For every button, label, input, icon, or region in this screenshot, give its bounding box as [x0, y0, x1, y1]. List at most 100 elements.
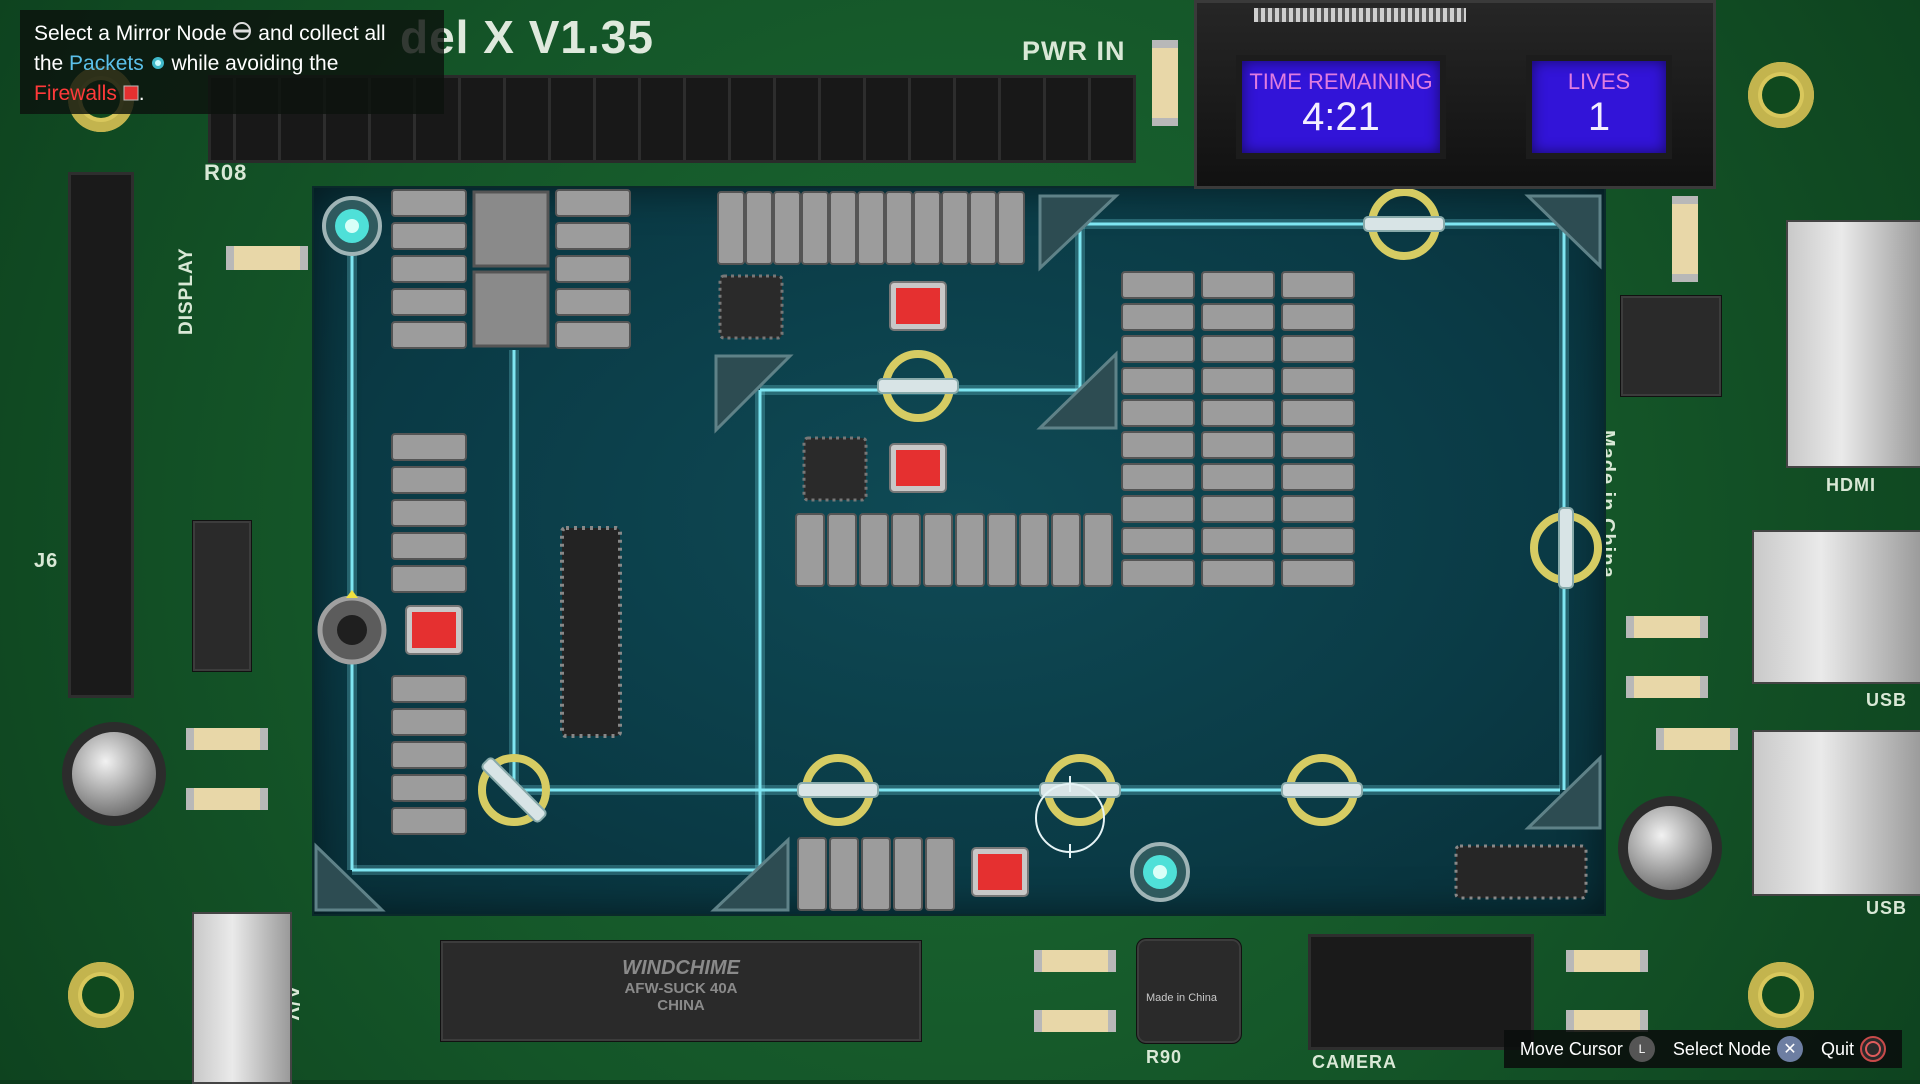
memory-cell — [1281, 335, 1355, 363]
memory-cell — [1201, 463, 1275, 491]
memory-cell — [391, 189, 467, 217]
controls-bar: Move Cursor L Select Node ✕ Quit — [1503, 1030, 1902, 1068]
packet-icon — [150, 50, 166, 79]
memory-cell — [859, 513, 889, 587]
memory-cell — [1201, 335, 1275, 363]
memory-cell — [717, 191, 745, 265]
camera-connector — [1308, 934, 1534, 1050]
instructions-text-2: and collect all — [258, 22, 386, 45]
memory-cell — [391, 466, 467, 494]
memory-cell — [391, 288, 467, 316]
memory-cell — [893, 837, 923, 911]
memory-cell — [801, 191, 829, 265]
pwr-in-label: PWR IN — [1022, 36, 1126, 66]
firewalls-word: Firewalls — [34, 81, 117, 105]
select-node-label: Select Node — [1672, 1038, 1771, 1059]
memory-cell — [1121, 271, 1195, 299]
memory-cell — [925, 837, 955, 911]
usb-label-1: USB — [1866, 690, 1908, 710]
control-select-node[interactable]: Select Node ✕ — [1673, 1036, 1803, 1062]
mirror-node-icon — [232, 20, 252, 49]
memory-cell — [941, 191, 969, 265]
mirror-plate — [1281, 782, 1363, 798]
memory-cell — [391, 499, 467, 527]
memory-cell — [1281, 431, 1355, 459]
memory-cell — [1201, 495, 1275, 523]
memory-cell — [885, 191, 913, 265]
circle-button-icon — [1860, 1036, 1886, 1062]
capacitor — [1656, 728, 1738, 750]
r90-chip-text: Made in China — [1146, 992, 1217, 1004]
j6-label: J6 — [34, 550, 59, 572]
memory-cell — [1121, 495, 1195, 523]
memory-cell — [1051, 513, 1081, 587]
memory-cell — [1281, 495, 1355, 523]
memory-cell — [1201, 527, 1275, 555]
memory-cell — [555, 255, 631, 283]
left-stick-icon: L — [1628, 1036, 1655, 1062]
mirror-plate — [797, 782, 879, 798]
reflector-triangle — [714, 354, 794, 434]
memory-cell — [391, 708, 467, 736]
main-chip-origin: CHINA — [657, 997, 705, 1014]
instructions-text-1: Select a Mirror Node — [34, 22, 227, 45]
firewall — [896, 450, 940, 486]
firewall — [978, 854, 1022, 890]
memory-cell — [555, 189, 631, 217]
reflector-triangle — [314, 842, 386, 912]
laser-emitter-arrow — [346, 590, 358, 598]
memory-cell — [1201, 399, 1275, 427]
cpu-chip — [1620, 295, 1722, 397]
main-chip-brand: WINDCHIME — [622, 957, 740, 979]
cross-button-icon: ✕ — [1776, 1036, 1803, 1062]
capacitor — [1566, 1010, 1648, 1032]
mirror-plate — [1039, 782, 1121, 798]
memory-cell — [829, 837, 859, 911]
capacitor — [186, 788, 268, 810]
tactile-button-right — [1618, 796, 1722, 900]
memory-cell — [997, 191, 1025, 265]
control-move-cursor[interactable]: Move Cursor L — [1520, 1036, 1655, 1062]
instructions-text-3: the — [34, 51, 64, 75]
memory-cell — [913, 191, 941, 265]
lives-label: LIVES — [1567, 69, 1631, 94]
reflector-triangle — [1036, 350, 1118, 430]
memory-cell — [891, 513, 921, 587]
memory-cell — [795, 513, 825, 587]
memory-cell — [1121, 335, 1195, 363]
packets-word: Packets — [69, 51, 144, 75]
time-remaining-value: 4:21 — [1302, 95, 1380, 139]
packet-core — [1153, 865, 1167, 879]
usb-label-2: USB — [1866, 898, 1908, 918]
speaker-grill — [1254, 8, 1466, 22]
laser-emitter-core — [337, 615, 367, 645]
packet-core — [345, 219, 359, 233]
hdmi-label: HDMI — [1826, 475, 1876, 495]
memory-cell — [391, 255, 467, 283]
capacitor — [1566, 950, 1648, 972]
control-quit[interactable]: Quit — [1821, 1036, 1886, 1062]
memory-cell — [1281, 559, 1355, 587]
memory-cell — [969, 191, 997, 265]
memory-cell — [773, 191, 801, 265]
memory-cell — [555, 321, 631, 349]
memory-cell — [797, 837, 827, 911]
memory-cell — [1121, 399, 1195, 427]
memory-cell — [555, 288, 631, 316]
reflector-triangle — [1524, 194, 1602, 270]
reflector-triangle — [1524, 754, 1602, 830]
memory-cell — [1281, 271, 1355, 299]
memory-cell — [391, 774, 467, 802]
firewall — [412, 612, 456, 648]
hdmi-port — [1786, 220, 1920, 468]
mirror-node[interactable] — [478, 754, 550, 826]
capacitor — [1626, 616, 1708, 638]
move-cursor-label: Move Cursor — [1519, 1038, 1623, 1059]
display-connector — [68, 172, 134, 698]
memory-cell — [923, 513, 953, 587]
memory-cell — [1281, 303, 1355, 331]
mount-hole — [1748, 62, 1814, 128]
pin-header — [208, 75, 1136, 163]
ic-chip — [802, 436, 868, 502]
